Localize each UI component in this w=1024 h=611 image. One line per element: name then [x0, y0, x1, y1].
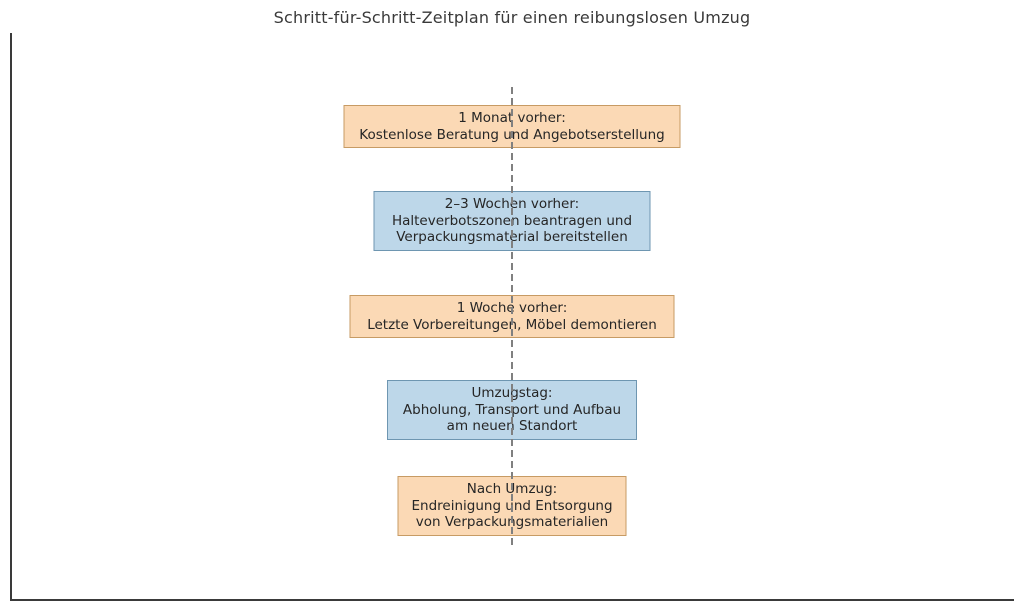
y-axis-spine: [10, 33, 12, 601]
chart-title: Schritt-für-Schritt-Zeitplan für einen r…: [273, 8, 751, 27]
x-axis-spine: [10, 599, 1014, 601]
timeline-dashed-line: [511, 87, 513, 545]
